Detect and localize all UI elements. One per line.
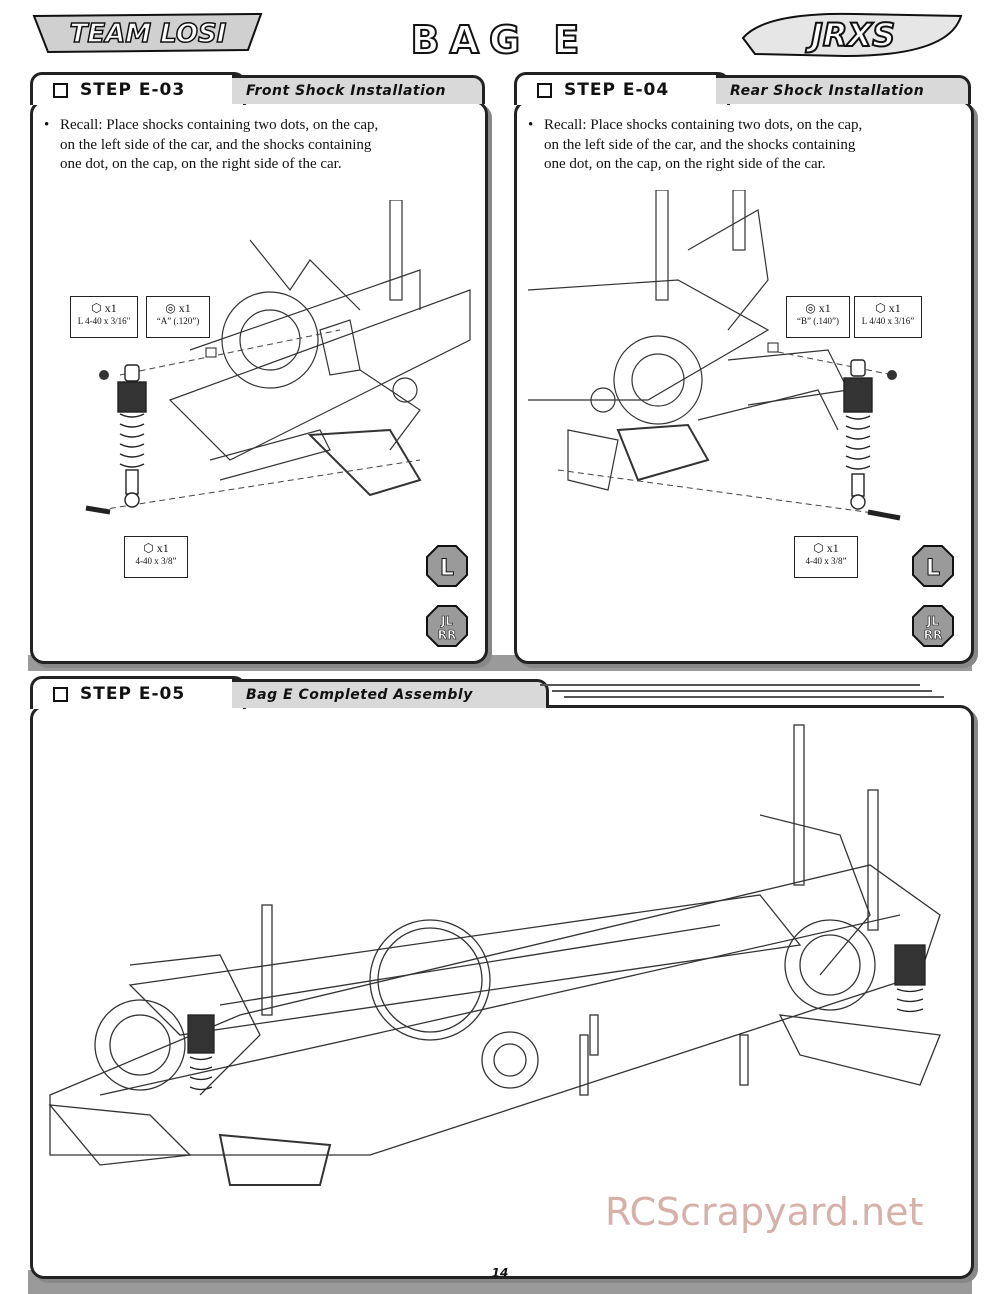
step-e03-note: •Recall: Place shocks containing two dot…: [44, 117, 379, 172]
step-e05-label: STEP E-05: [80, 684, 186, 704]
step-e04-tab[interactable]: STEP E-04: [514, 72, 730, 105]
part-callout: ◎ x1 “A” (.120”): [146, 296, 210, 338]
step-e05-tab[interactable]: STEP E-05: [30, 676, 246, 709]
left-side-badge-icon: L: [426, 545, 468, 587]
mirror-badge-icon: JL RR: [912, 605, 954, 647]
decorative-rule: [552, 690, 932, 692]
svg-text:L: L: [926, 556, 940, 581]
part-callout: ⬡ x1 L 4/40 x 3/16”: [854, 296, 922, 338]
step-e03-tab[interactable]: STEP E-03: [30, 72, 246, 105]
checkbox-icon[interactable]: [53, 686, 68, 702]
part-callout: ⬡ x1 4-40 x 3/8”: [794, 536, 858, 578]
step-e05-title: Bag E Completed Assembly: [232, 679, 549, 708]
step-e04-note: •Recall: Place shocks containing two dot…: [528, 117, 863, 172]
team-losi-logo: TEAM LOSI: [32, 12, 263, 54]
part-callout: ⬡ x1 L 4-40 x 3/16": [70, 296, 138, 338]
decorative-rule: [564, 696, 944, 698]
decorative-rule: [540, 684, 920, 686]
mirror-badge-icon: JL RR: [426, 605, 468, 647]
svg-text:RR: RR: [438, 628, 456, 642]
jrxs-logo: JRXS: [741, 12, 963, 58]
step-e03-title: Front Shock Installation: [232, 75, 485, 104]
page-title: BAG E: [410, 18, 590, 62]
brand-right-text: JRXS: [805, 16, 895, 54]
checkbox-icon[interactable]: [53, 82, 68, 98]
svg-text:RR: RR: [924, 628, 942, 642]
rear-shock-diagram: [528, 190, 901, 521]
step-e03-panel: [30, 100, 488, 664]
watermark: RCScrapyard.net: [605, 1190, 924, 1234]
step-e04-title: Rear Shock Installation: [716, 75, 971, 104]
step-e04-label: STEP E-04: [564, 80, 670, 100]
svg-text:JL: JL: [440, 614, 453, 628]
page-number: 14: [491, 1266, 509, 1280]
svg-text:L: L: [440, 556, 454, 581]
checkbox-icon[interactable]: [537, 82, 552, 98]
left-side-badge-icon: L: [912, 545, 954, 587]
completed-assembly-diagram: [48, 724, 941, 1186]
brand-left-text: TEAM LOSI: [70, 19, 227, 49]
front-shock-diagram: [85, 200, 471, 515]
svg-text:JL: JL: [926, 614, 939, 628]
part-callout: ◎ x1 “B” (.140”): [786, 296, 850, 338]
step-e03-label: STEP E-03: [80, 80, 186, 100]
part-callout: ⬡ x1 4-40 x 3/8”: [124, 536, 188, 578]
